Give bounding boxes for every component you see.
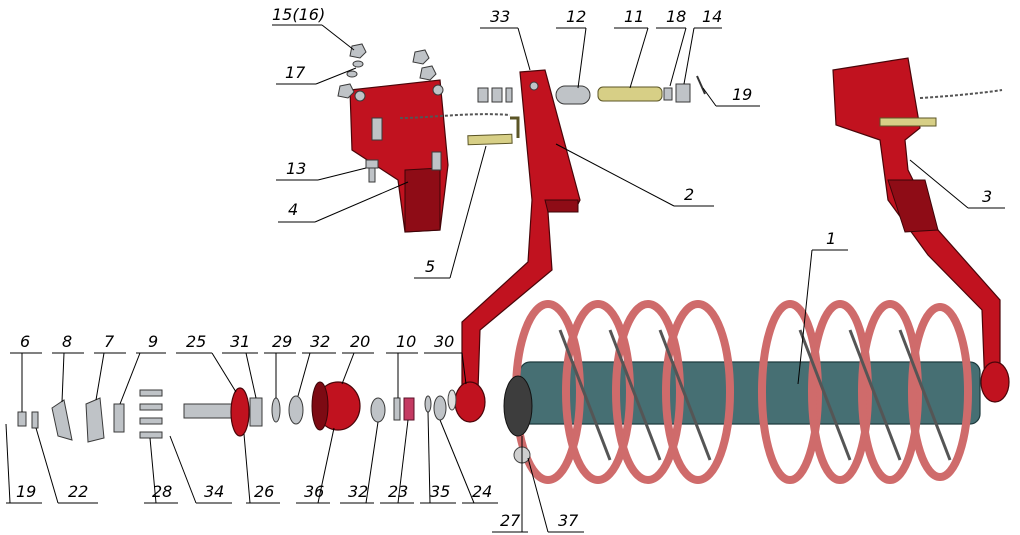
callout-label-13: 13 [286,159,306,178]
callout-label-14: 14 [702,7,722,26]
callout-17: 17 [276,63,357,85]
bolt-part-13 [365,159,379,183]
callout-1: 1 [797,229,848,385]
callout-34: 34 [169,435,232,504]
callout-7: 7 [94,332,126,401]
callout-30: 30 [424,332,467,385]
callout-label-15-16: 15(16) [272,5,325,24]
callout-23: 23 [380,419,414,504]
callout-label-10: 10 [396,332,416,351]
callout-29: 29 [264,332,296,398]
callout-label-3: 3 [982,187,992,206]
callout-27: 27 [492,436,528,533]
nuts-near-pin [477,87,513,103]
nuts-part-15 [337,43,437,99]
callout-label-4: 4 [288,200,298,219]
callout-label-5: 5 [425,257,435,276]
callout-8: 8 [52,332,84,403]
callout-label-30: 30 [434,332,454,351]
bracket-part-4 [349,79,511,233]
callout-3: 3 [909,159,1005,209]
callout-28: 28 [144,437,178,504]
callout-19-top: 19 [702,85,760,107]
callout-22: 22 [35,427,98,504]
callout-label-17: 17 [285,63,306,82]
callout-2: 2 [555,143,714,207]
callout-35: 35 [420,411,456,504]
callout-label-11: 11 [624,7,644,26]
callout-label-12: 12 [566,7,586,26]
callout-10: 10 [386,332,418,398]
callout-label-19-top: 19 [732,85,752,104]
callout-label-21: 20 [350,332,370,351]
callout-label-35: 35 [430,482,450,501]
callout-label-2: 2 [684,185,694,204]
callout-label-23: 23 [388,482,408,501]
callout-21: 20 [341,332,374,385]
callout-25: 25 [176,332,237,393]
callout-label-7: 7 [104,332,115,351]
callout-20: 33 [480,7,531,71]
callout-12: 12 [556,7,587,89]
callout-14: 14 [683,7,722,85]
arm-part-3 [832,57,1010,403]
callout-label-29: 29 [272,332,292,351]
callout-18: 18 [656,7,687,87]
callout-label-20: 33 [490,7,510,26]
callout-label-1: 1 [826,229,836,248]
callout-26: 26 [243,433,280,504]
callout-19-bottom: 19 [5,423,42,504]
callout-label-8: 8 [62,332,72,351]
callout-label-37: 37 [558,511,579,530]
callout-37: 37 [527,457,584,533]
callout-label-31: 31 [230,332,250,351]
callout-label-26: 26 [254,482,274,501]
callout-label-6: 6 [20,332,30,351]
callout-32: 32 [340,421,379,504]
callout-33: 32 [297,332,336,397]
roller-part-1 [503,300,981,484]
callout-31: 31 [222,332,258,399]
callout-36: 36 [296,427,335,504]
callout-9: 9 [119,332,166,405]
callout-label-25: 25 [186,332,206,351]
shaft-parts-11-12 [555,75,706,105]
callout-label-28: 28 [152,482,172,501]
pin-part-5 [467,116,520,146]
callout-label-9: 9 [148,332,158,351]
callout-label-34: 34 [204,482,224,501]
callout-11: 11 [614,7,649,89]
callout-label-33: 32 [310,332,330,351]
arm-part-2 [454,69,581,423]
callout-label-18: 18 [666,7,686,26]
callout-15-16: 15(16) [272,5,355,51]
callouts: 15(16) 17 13 4 5 33 [5,5,1005,533]
callout-label-19-bottom: 19 [16,482,36,501]
roller-spirals [512,300,972,484]
callout-6: 6 [10,332,42,412]
callout-label-36: 36 [304,482,324,501]
callout-label-22: 22 [68,482,88,501]
hub-parts [17,381,457,443]
callout-label-24: 24 [472,482,492,501]
callout-4: 4 [278,181,409,223]
callout-label-27: 27 [500,511,521,530]
callout-13: 13 [276,159,367,181]
callout-5: 5 [414,145,487,279]
callout-24: 24 [439,419,498,504]
callout-label-32: 32 [348,482,368,501]
